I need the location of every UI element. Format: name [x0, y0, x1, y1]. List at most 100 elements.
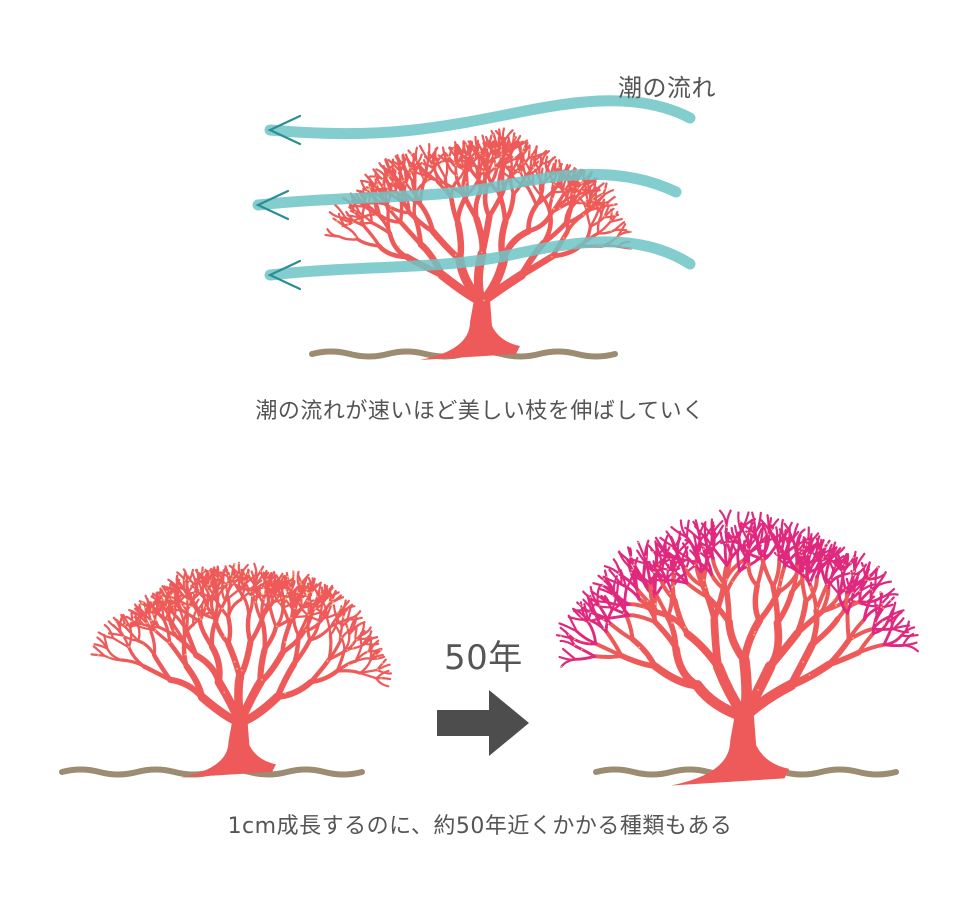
- coral-branch: [871, 614, 879, 635]
- coral-branch: [208, 643, 223, 686]
- coral-branch: [780, 518, 786, 539]
- coral-branch: [574, 654, 597, 661]
- coral-branch: [699, 549, 710, 574]
- coral-branch: [335, 669, 362, 675]
- coral-branch: [271, 580, 275, 594]
- coral-branch: [738, 542, 764, 560]
- coral-branch: [776, 564, 787, 595]
- coral-branch: [213, 595, 220, 620]
- coral-branch: [664, 534, 669, 554]
- coral-branch: [161, 585, 171, 600]
- coral-branch: [548, 199, 566, 218]
- coral-branch: [186, 568, 195, 585]
- coral-branch: [723, 545, 729, 567]
- coral-branch: [329, 617, 349, 629]
- coral-branch: [588, 184, 592, 201]
- coral-branch: [460, 140, 465, 157]
- coral-branch: [672, 644, 702, 690]
- coral-branch: [710, 615, 723, 671]
- coral-branch: [837, 592, 849, 615]
- coral-branch: [518, 252, 556, 279]
- growth-arrow-icon: [437, 690, 529, 756]
- coral-branch: [785, 553, 795, 570]
- current-wave: [264, 95, 696, 140]
- coral-in-current-illustration: [252, 95, 696, 360]
- coral-young: [90, 561, 393, 778]
- coral-branch: [616, 230, 632, 239]
- coral-branch: [434, 157, 439, 172]
- coral-branch: [239, 588, 255, 601]
- coral-branch: [679, 561, 689, 585]
- coral-branch: [841, 555, 850, 573]
- coral-branch: [725, 509, 732, 530]
- coral-branch: [236, 638, 254, 680]
- coral-branch: [325, 616, 332, 637]
- coral-branch: [356, 237, 381, 248]
- coral-branch: [787, 541, 791, 561]
- coral-branch: [869, 584, 880, 601]
- coral-branch: [167, 616, 180, 639]
- coral-branch: [225, 640, 244, 680]
- current-arrows: [252, 95, 696, 291]
- coral-branch: [603, 569, 613, 591]
- coral-branch: [692, 520, 701, 541]
- coral-branch: [740, 616, 764, 665]
- current-wave: [252, 168, 682, 211]
- coral-branch: [561, 647, 577, 661]
- current-arrowhead-icon: [267, 114, 302, 146]
- coral-branch: [191, 572, 197, 587]
- coral-branch: [364, 173, 376, 188]
- current-arrowhead-icon: [255, 189, 290, 221]
- coral-branch: [771, 557, 782, 589]
- coral-branch: [296, 585, 301, 603]
- coral-branch: [540, 155, 557, 165]
- coral-branch: [871, 620, 889, 635]
- coral-branch: [478, 213, 493, 258]
- coral-branch: [127, 645, 146, 668]
- coral-branch: [559, 626, 576, 641]
- coral-branch: [608, 568, 623, 586]
- coral-branch: [724, 568, 742, 594]
- coral-branch: [746, 538, 751, 563]
- coral-branch: [699, 569, 711, 600]
- coral-branch: [609, 587, 631, 606]
- coral-branch: [672, 597, 691, 637]
- coral-branch: [247, 592, 255, 617]
- coral-branch: [573, 178, 586, 192]
- years-label: 50年: [444, 638, 523, 678]
- coral-branch: [254, 573, 264, 587]
- coral-branch: [766, 514, 770, 536]
- coral-branch: [344, 225, 360, 241]
- coral-branch: [522, 141, 529, 159]
- coral-branch: [151, 652, 173, 683]
- coral-branch: [112, 624, 124, 637]
- coral-branch: [669, 554, 674, 572]
- coral-branch: [307, 583, 318, 599]
- coral-branch: [348, 624, 360, 636]
- coral-branch: [579, 601, 588, 621]
- coral-branch: [362, 224, 381, 248]
- coral-branch: [476, 155, 481, 173]
- coral-branch: [125, 626, 140, 643]
- coral-branch: [738, 560, 757, 573]
- coral-branch: [753, 531, 764, 560]
- coral-branch: [586, 620, 598, 646]
- coral-branch: [704, 543, 712, 559]
- coral-branch: [724, 588, 732, 625]
- coral-branch: [588, 611, 608, 620]
- coral-branch: [614, 596, 631, 617]
- coral-branch: [92, 645, 106, 657]
- coral-branch: [769, 517, 774, 538]
- coral-branch: [759, 556, 776, 589]
- coral-branch: [643, 539, 650, 561]
- current-wave: [264, 236, 696, 281]
- coral-branch: [224, 588, 240, 603]
- coral-branch: [125, 615, 138, 627]
- coral-branch: [774, 589, 795, 626]
- coral-branch: [496, 189, 508, 225]
- coral-branch: [652, 568, 668, 581]
- coral-branch: [827, 543, 833, 563]
- caption-bottom: 1cm成長するのに、約50年近くかかる種類もある: [227, 814, 733, 839]
- coral-branch: [274, 678, 314, 700]
- coral-branch: [238, 563, 249, 578]
